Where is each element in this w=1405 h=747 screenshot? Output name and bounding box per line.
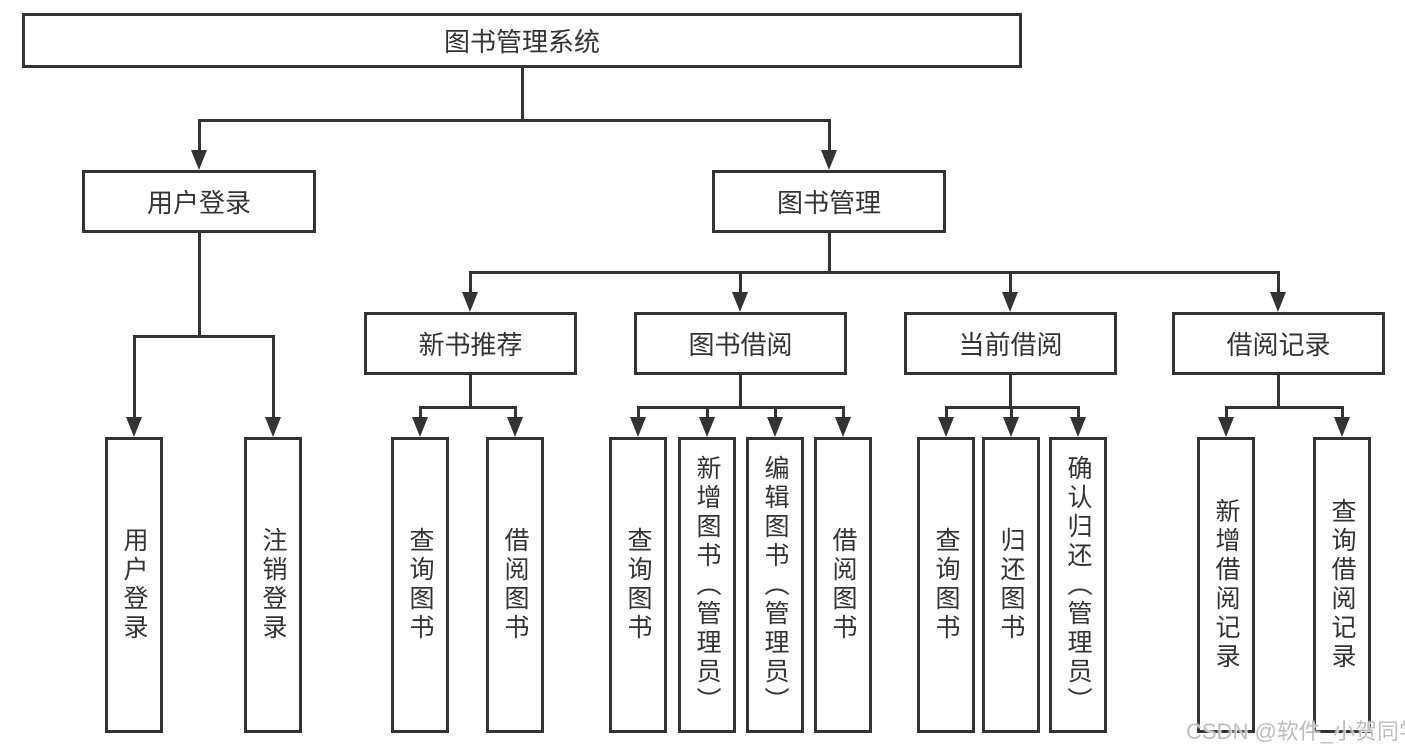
connector-drop	[706, 406, 709, 419]
leaf-return-books: 归还图书	[982, 437, 1040, 733]
arrowhead-icon	[1003, 417, 1019, 437]
connector-drop	[133, 335, 136, 419]
node-book-borrow-label: 图书借阅	[688, 330, 793, 360]
connector-stub-user-login	[198, 233, 201, 337]
connector-rail-user-login	[133, 335, 275, 338]
leaf-borrow-books-1: 借阅图书	[486, 437, 544, 733]
leaf-add-books-admin: 新增图书（管理员）	[678, 437, 736, 733]
arrowhead-icon	[126, 417, 142, 437]
arrowhead-icon	[835, 417, 851, 437]
connector-drop	[1341, 406, 1344, 419]
connector-stub-book-management	[828, 233, 831, 274]
arrowhead-icon	[767, 417, 783, 437]
arrowhead-icon	[265, 417, 281, 437]
connector-rail-new-book-recommend	[419, 406, 517, 409]
leaf-label: 归还图书	[997, 527, 1025, 643]
connector-drop	[469, 271, 472, 294]
leaf-query-books-3: 查询图书	[917, 437, 975, 733]
arrowhead-icon	[699, 417, 715, 437]
connector-stub-borrow-records	[1277, 375, 1280, 408]
node-book-management: 图书管理	[712, 170, 946, 233]
connector-drop	[1225, 406, 1228, 419]
leaf-label: 查询图书	[932, 527, 960, 643]
leaf-label: 新增借阅记录	[1212, 498, 1240, 672]
connector-drop	[1009, 271, 1012, 294]
connector-drop	[1077, 406, 1080, 419]
arrowhead-icon	[412, 417, 428, 437]
leaf-user-login: 用户登录	[105, 437, 163, 733]
leaf-add-borrow-record: 新增借阅记录	[1197, 437, 1255, 733]
connector-drop	[774, 406, 777, 419]
connector-drop	[637, 406, 640, 419]
connector-drop	[272, 335, 275, 419]
watermark: CSDN @软件_小贺同学	[1186, 719, 1405, 744]
connector-drop	[945, 406, 948, 419]
connector-stub-book-borrow	[739, 375, 742, 408]
node-root-label: 图书管理系统	[443, 27, 600, 57]
arrowhead-icon	[1218, 417, 1234, 437]
leaf-query-books-2: 查询图书	[609, 437, 667, 733]
arrowhead-icon	[938, 417, 954, 437]
arrowhead-icon	[630, 417, 646, 437]
arrowhead-icon	[1070, 417, 1086, 437]
leaf-edit-books-admin: 编辑图书（管理员）	[746, 437, 804, 733]
leaf-borrow-books-2: 借阅图书	[814, 437, 872, 733]
leaf-label: 查询图书	[624, 527, 652, 643]
connector-drop	[828, 119, 831, 152]
arrowhead-icon	[462, 292, 478, 312]
connector-drop	[739, 271, 742, 294]
node-borrow-records-label: 借阅记录	[1226, 330, 1331, 360]
leaf-label: 新增图书（管理员）	[693, 454, 721, 716]
leaf-label: 注销登录	[259, 527, 287, 643]
leaf-label: 查询图书	[406, 527, 434, 643]
node-book-management-label: 图书管理	[776, 188, 881, 218]
node-borrow-records: 借阅记录	[1172, 312, 1385, 375]
node-new-book-recommend-label: 新书推荐	[418, 330, 523, 360]
connector-drop	[198, 119, 201, 152]
node-current-borrow: 当前借阅	[904, 312, 1117, 375]
connector-drop	[842, 406, 845, 419]
arrowhead-icon	[191, 150, 207, 170]
connector-rail-level2	[198, 119, 831, 122]
leaf-confirm-return-admin: 确认归还（管理员）	[1049, 437, 1107, 733]
arrowhead-icon	[821, 150, 837, 170]
arrowhead-icon	[507, 417, 523, 437]
node-user-login: 用户登录	[82, 170, 316, 233]
node-book-borrow: 图书借阅	[634, 312, 847, 375]
leaf-label: 查询借阅记录	[1328, 498, 1356, 672]
arrowhead-icon	[732, 292, 748, 312]
connector-stub-current-borrow	[1009, 375, 1012, 408]
node-new-book-recommend: 新书推荐	[364, 312, 577, 375]
leaf-query-borrow-record: 查询借阅记录	[1313, 437, 1371, 733]
leaf-label: 用户登录	[120, 527, 148, 643]
node-current-borrow-label: 当前借阅	[958, 330, 1063, 360]
node-root: 图书管理系统	[22, 13, 1022, 68]
arrowhead-icon	[1334, 417, 1350, 437]
connector-drop	[1010, 406, 1013, 419]
node-user-login-label: 用户登录	[146, 188, 251, 218]
connector-drop	[419, 406, 422, 419]
connector-drop	[514, 406, 517, 419]
connector-stub-new-book-recommend	[469, 375, 472, 408]
leaf-query-books-1: 查询图书	[391, 437, 449, 733]
connector-stub-root	[521, 68, 524, 122]
leaf-logout: 注销登录	[244, 437, 302, 733]
leaf-label: 编辑图书（管理员）	[761, 454, 789, 716]
connector-drop	[1277, 271, 1280, 294]
connector-rail-borrow-records	[1225, 406, 1344, 409]
leaf-label: 借阅图书	[501, 527, 529, 643]
connector-rail-level3	[469, 271, 1280, 274]
arrowhead-icon	[1002, 292, 1018, 312]
leaf-label: 借阅图书	[829, 527, 857, 643]
connector-rail-book-borrow	[637, 406, 845, 409]
arrowhead-icon	[1270, 292, 1286, 312]
leaf-label: 确认归还（管理员）	[1064, 454, 1092, 716]
